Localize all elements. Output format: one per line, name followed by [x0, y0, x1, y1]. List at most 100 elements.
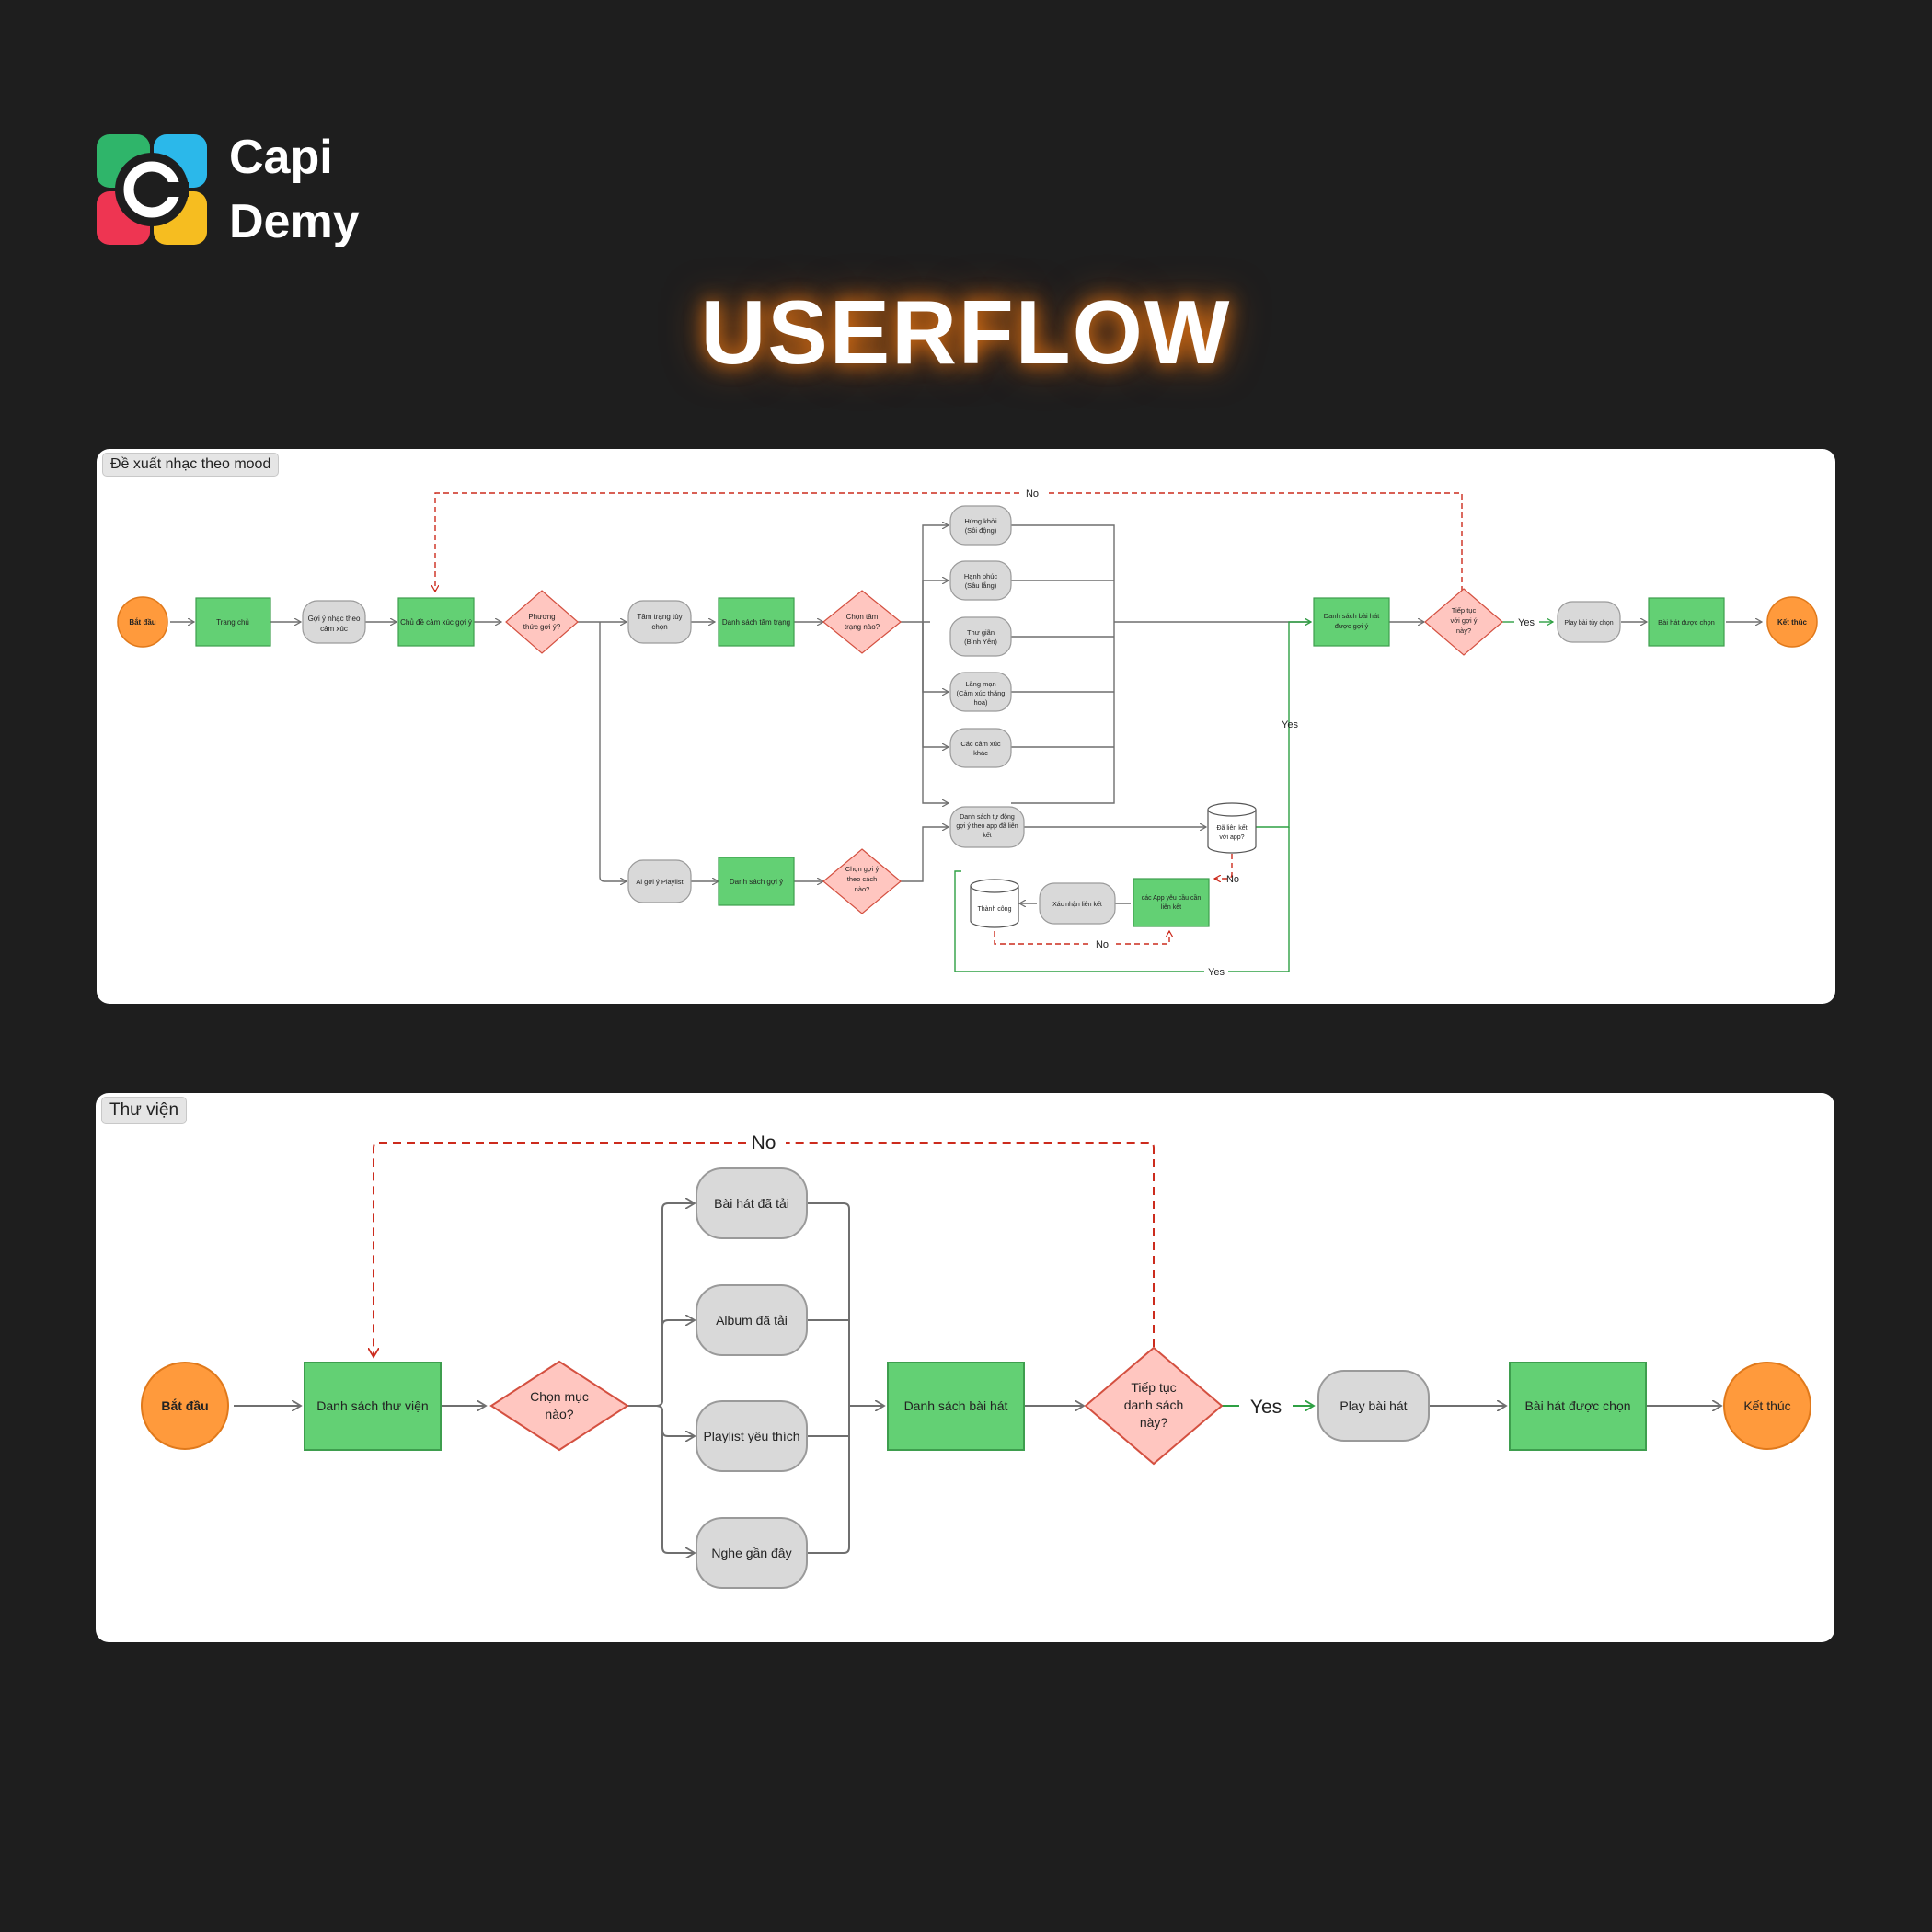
confirm-link-node[interactable]: Xác nhận liên kết [1039, 882, 1116, 925]
svg-text:(Sôi động): (Sôi động) [965, 526, 997, 535]
capidemy-logo-icon [97, 134, 207, 245]
yes-label-continue: Yes [1518, 617, 1535, 628]
svg-text:nào?: nào? [545, 1407, 573, 1421]
svg-text:gợi ý theo app đã liên: gợi ý theo app đã liên [956, 823, 1018, 830]
svg-text:(Cảm xúc thăng: (Cảm xúc thăng [957, 689, 1006, 697]
suggested-songs-node[interactable]: Danh sách bài hát được gợi ý [1313, 597, 1390, 647]
start-label: Bắt đầu [129, 618, 155, 627]
mood-list-node[interactable]: Danh sách tâm trạng [718, 597, 795, 647]
svg-text:Gợi ý nhạc theo: Gợi ý nhạc theo [308, 615, 361, 623]
auto-list-node[interactable]: Danh sách tự động gợi ý theo app đã liên… [949, 806, 1025, 848]
svg-text:Hạnh phúc: Hạnh phúc [964, 572, 998, 581]
svg-text:Thư giãn: Thư giãn [967, 628, 995, 637]
song-list-node[interactable]: Danh sách bài hát [887, 1362, 1025, 1451]
lib-continue-decision[interactable]: Tiếp tục danh sách này? [1084, 1346, 1224, 1466]
svg-text:thức gợi ý?: thức gợi ý? [523, 623, 561, 631]
mood-option-4[interactable]: Lãng mạn (Cảm xúc thăng hoa) [949, 672, 1012, 712]
flow-tag-library: Thư viện [101, 1097, 188, 1124]
svg-text:theo cách: theo cách [847, 875, 878, 883]
svg-text:danh sách: danh sách [1124, 1397, 1184, 1412]
no-label-success: No [1096, 939, 1109, 950]
library-list-node[interactable]: Danh sách thư viện [304, 1362, 442, 1451]
lib-chosen-song-node[interactable]: Bài hát được chọn [1509, 1362, 1647, 1451]
play-custom-label: Play bài tùy chọn [1564, 620, 1613, 627]
mood-option-1[interactable]: Hứng khởi (Sôi động) [949, 505, 1012, 546]
end-node: Kết thúc [1766, 596, 1818, 648]
svg-text:Tiếp tục: Tiếp tục [1131, 1380, 1176, 1395]
svg-text:(Sâu lắng): (Sâu lắng) [965, 581, 997, 590]
suggest-list-node[interactable]: Danh sách gợi ý [718, 857, 795, 906]
brand-name-line1: Capi [229, 131, 333, 184]
play-custom-node[interactable]: Play bài tùy chọn [1557, 601, 1621, 643]
home-node[interactable]: Trang chủ [195, 597, 271, 647]
brand: Capi Demy [97, 125, 360, 254]
success-label: Thành công [978, 906, 1012, 913]
svg-text:Danh sách tự động: Danh sách tự động [960, 814, 1015, 821]
ai-playlist-node[interactable]: Ai gợi ý Playlist [627, 859, 692, 903]
topic-node[interactable]: Chủ đề cảm xúc gợi ý [397, 597, 475, 647]
lib-item-1-label: Bài hát đã tải [714, 1196, 789, 1211]
lib-item-2[interactable]: Album đã tải [696, 1284, 808, 1356]
ai-playlist-label: Ai gợi ý Playlist [636, 878, 684, 886]
svg-text:Tâm trạng tùy: Tâm trạng tùy [637, 613, 682, 621]
svg-text:Chọn gợi ý: Chọn gợi ý [845, 865, 880, 873]
linked-app-database[interactable]: Đã liên kết với app? [1207, 802, 1257, 854]
library-list-label: Danh sách thư viện [316, 1398, 428, 1413]
svg-text:kết: kết [983, 831, 991, 839]
method-decision[interactable]: Phương thức gợi ý? [505, 590, 579, 654]
svg-text:này?: này? [1140, 1415, 1168, 1430]
success-database[interactable]: Thành công [970, 879, 1019, 928]
chosen-song-node[interactable]: Bài hát được chọn [1648, 597, 1725, 647]
svg-text:Chọn mục: Chọn mục [530, 1389, 589, 1404]
play-song-node[interactable]: Play bài hát [1317, 1370, 1430, 1442]
flow-tag-mood: Đề xuất nhạc theo mood [102, 453, 280, 477]
yes-label-linked: Yes [1282, 719, 1298, 730]
svg-text:chọn: chọn [651, 623, 667, 631]
choose-item-decision[interactable]: Chọn mục nào? [489, 1360, 629, 1452]
page-title: USERFLOW [700, 282, 1232, 383]
svg-text:Đã liên kết: Đã liên kết [1216, 823, 1247, 832]
song-list-label: Danh sách bài hát [904, 1398, 1008, 1413]
lib-chosen-song-label: Bài hát được chọn [1524, 1398, 1630, 1413]
suggest-list-label: Danh sách gợi ý [730, 878, 783, 886]
svg-text:khác: khác [973, 749, 988, 757]
lib-item-4[interactable]: Nghe gần đây [696, 1517, 808, 1589]
suggest-emotion-node[interactable]: Gợi ý nhạc theo cảm xúc [302, 600, 366, 644]
mood-flow-diagram: Bắt đầu Trang chủ Gợi ý nhạc theo cảm xú… [117, 489, 1818, 978]
svg-text:nào?: nào? [855, 885, 870, 893]
lib-item-1[interactable]: Bài hát đã tải [696, 1167, 808, 1239]
svg-text:liên kết: liên kết [1161, 903, 1181, 911]
lib-yes-label: Yes [1250, 1397, 1282, 1418]
svg-text:với gợi ý: với gợi ý [1450, 616, 1477, 625]
svg-text:này?: này? [1456, 627, 1471, 635]
yes-label-success: Yes [1208, 967, 1225, 978]
svg-text:Các cảm xúc: Các cảm xúc [960, 740, 1001, 748]
topic-label: Chủ đề cảm xúc gợi ý [400, 618, 472, 627]
svg-text:trạng nào?: trạng nào? [845, 623, 880, 631]
brand-name-line2: Demy [229, 195, 360, 248]
custom-mood-node[interactable]: Tâm trạng tùy chọn [627, 600, 692, 644]
mood-option-5[interactable]: Các cảm xúc khác [949, 728, 1012, 768]
choose-suggest-decision[interactable]: Chọn gợi ý theo cách nào? [822, 848, 902, 914]
lib-no-label: No [752, 1133, 776, 1154]
lib-item-2-label: Album đã tải [716, 1313, 788, 1328]
apps-need-link-node[interactable]: các App yêu cầu cần liên kết [1133, 878, 1210, 927]
svg-text:(Bình Yên): (Bình Yên) [964, 638, 997, 646]
mood-list-label: Danh sách tâm trạng [722, 618, 790, 627]
library-flow-diagram: Bắt đầu Danh sách thư viện Chọn mục nào?… [141, 1133, 1811, 1589]
confirm-link-label: Xác nhận liên kết [1052, 900, 1102, 908]
svg-text:Lãng mạn: Lãng mạn [965, 680, 995, 688]
choose-mood-decision[interactable]: Chọn tâm trạng nào? [822, 590, 902, 654]
continue-decision[interactable]: Tiếp tục với gợi ý này? [1424, 588, 1503, 656]
svg-text:với app?: với app? [1219, 834, 1244, 841]
flow-panel-library: Bắt đầu Danh sách thư viện Chọn mục nào?… [96, 1093, 1834, 1642]
lib-start-label: Bắt đầu [161, 1397, 208, 1413]
no-label-top: No [1026, 489, 1039, 500]
svg-text:các App yêu cầu cần: các App yêu cầu cần [1142, 893, 1202, 902]
lib-item-3[interactable]: Playlist yêu thích [696, 1400, 808, 1472]
lib-item-3-label: Playlist yêu thích [703, 1429, 799, 1443]
mood-option-3[interactable]: Thư giãn (Bình Yên) [949, 616, 1012, 657]
mood-option-2[interactable]: Hạnh phúc (Sâu lắng) [949, 560, 1012, 601]
lib-end-node: Kết thúc [1723, 1362, 1811, 1450]
lib-start-node: Bắt đầu [141, 1362, 229, 1450]
